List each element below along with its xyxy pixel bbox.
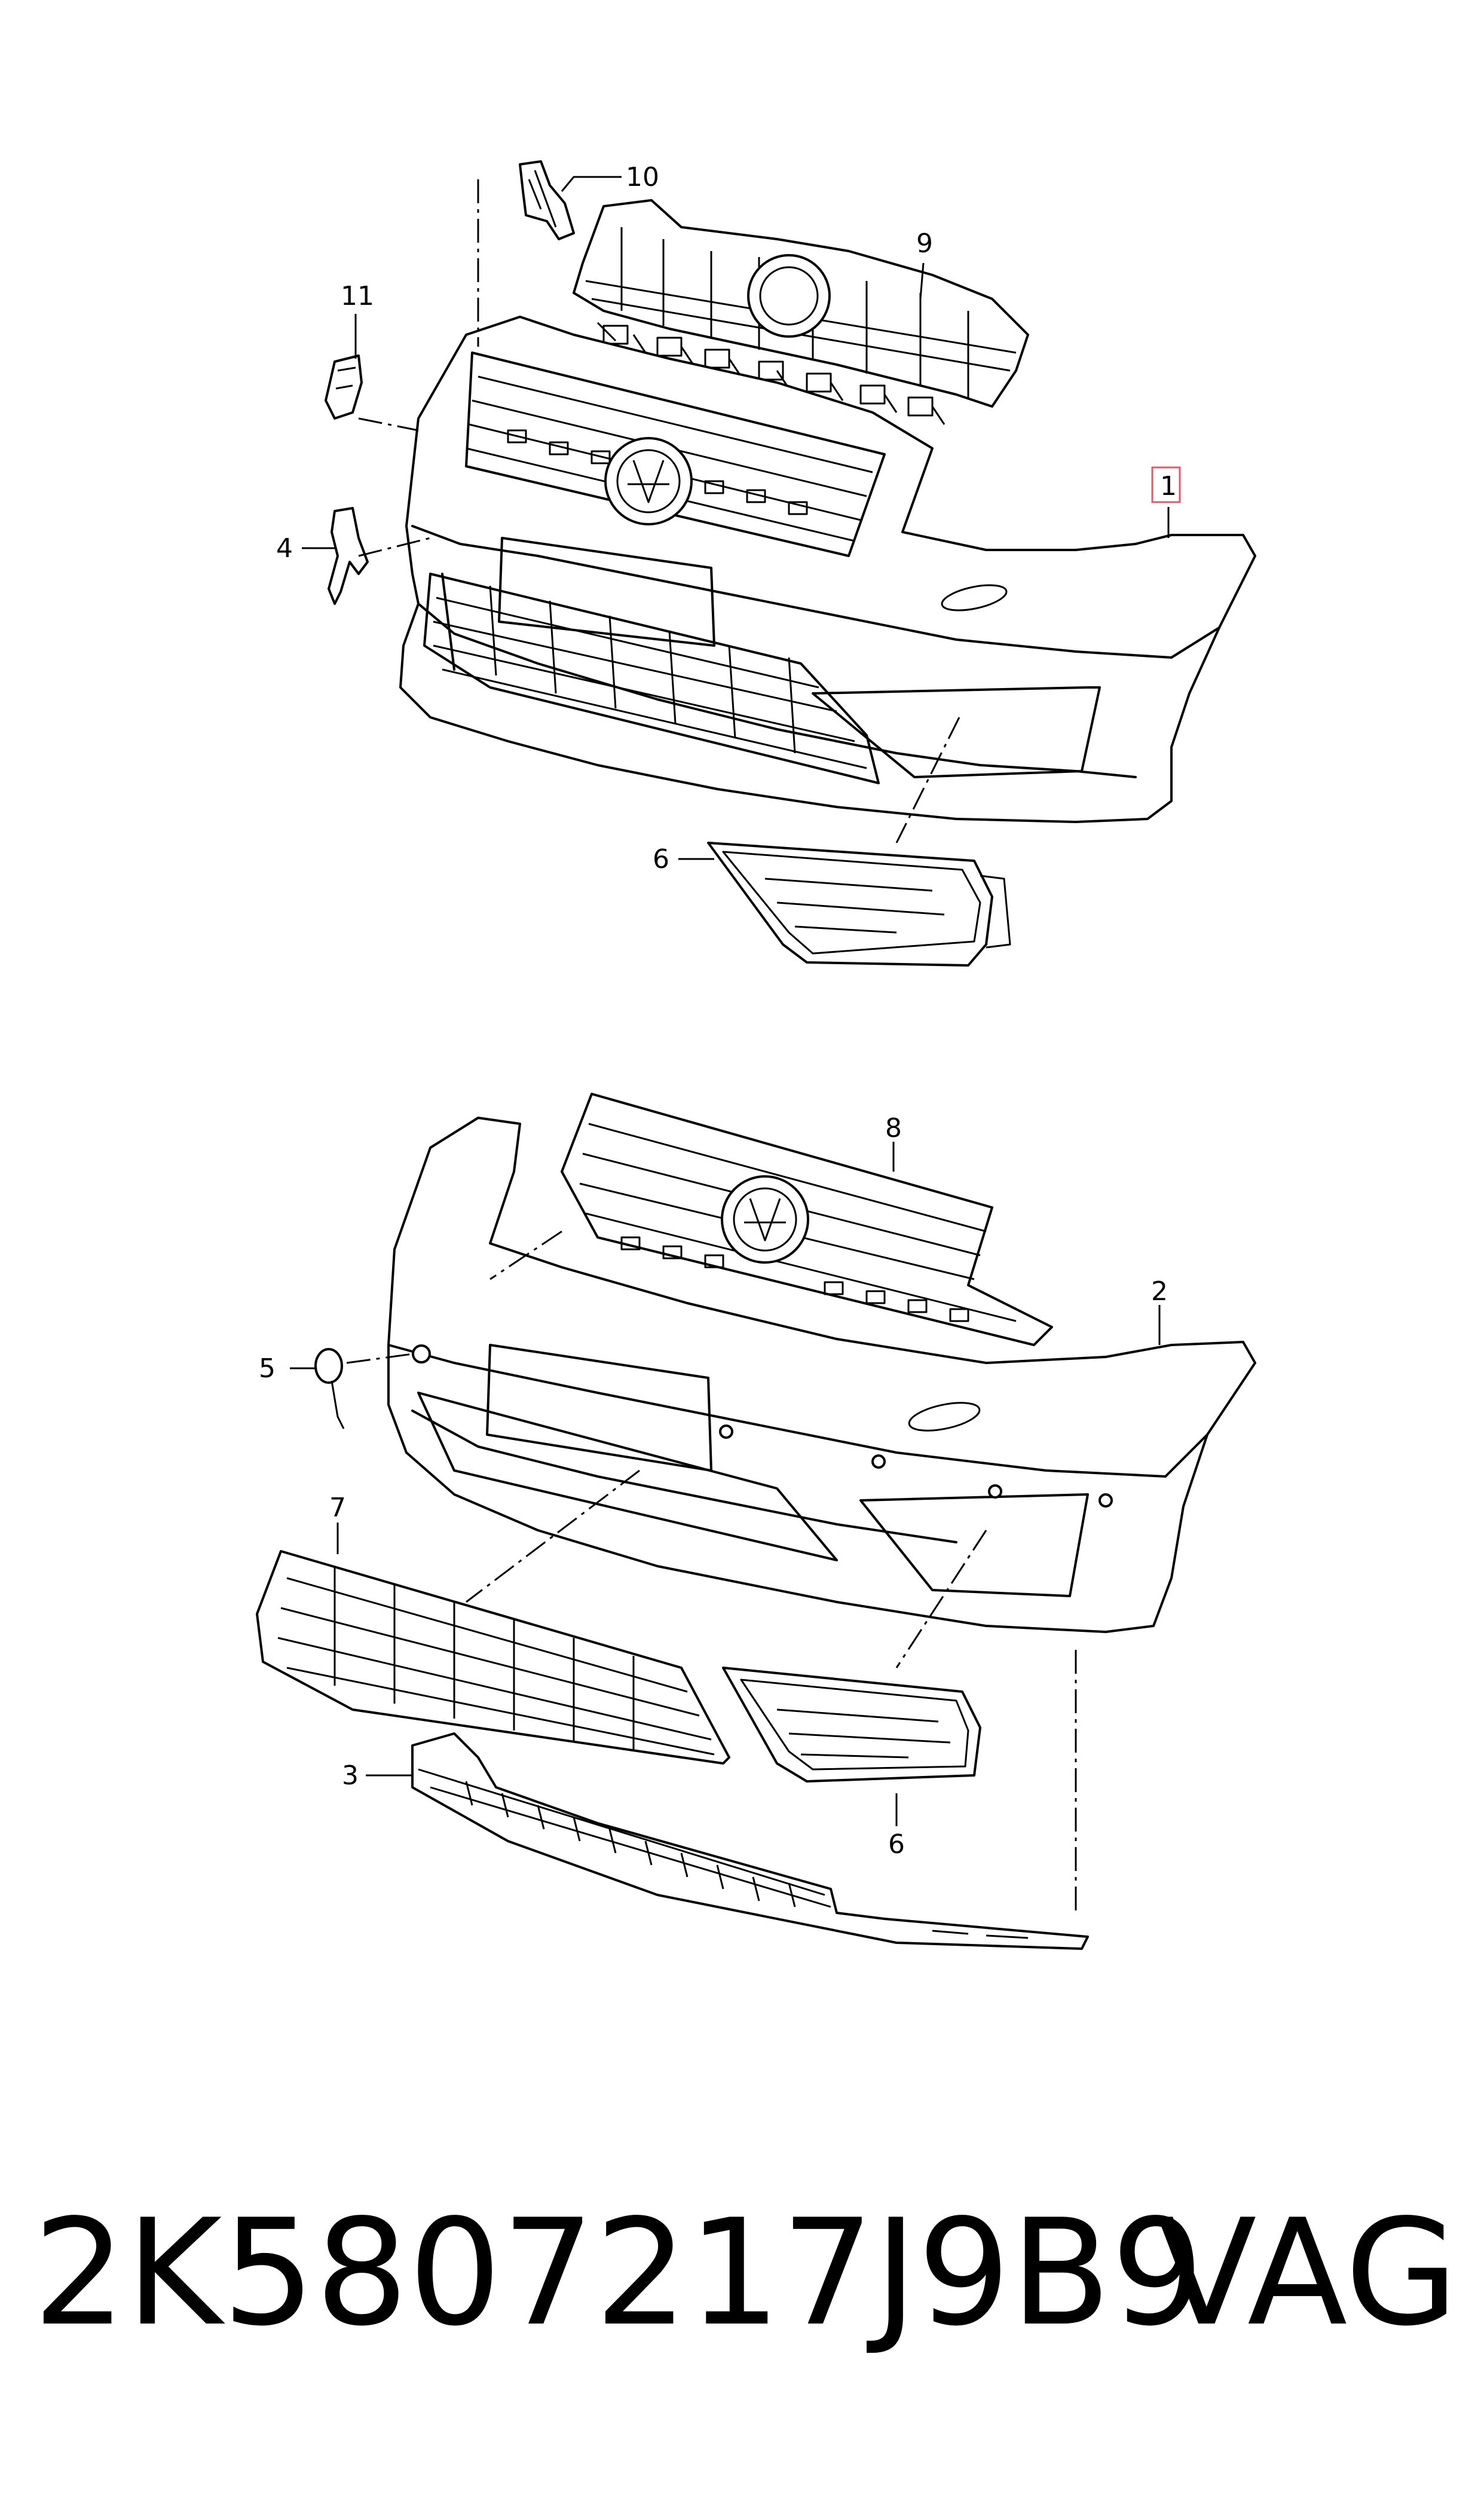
callout-9: 9	[916, 228, 933, 259]
callout-10: 10	[626, 162, 659, 192]
callout-8: 8	[885, 1113, 902, 1144]
callout-3: 3	[342, 1760, 359, 1791]
upper-assembly	[325, 160, 1256, 967]
lower-assembly	[256, 1093, 1256, 1950]
callout-6-lower: 6	[888, 1829, 905, 1860]
fog-trim-part-6-upper	[707, 842, 1011, 967]
grille-carrier-part-9	[573, 199, 1029, 425]
spoiler-part-3	[411, 1732, 1089, 1950]
callout-7: 7	[329, 1493, 346, 1523]
bumper-cover-part-2	[387, 1117, 1256, 1633]
callout-11: 11	[341, 281, 374, 311]
fog-trim-part-6-lower	[722, 1667, 981, 1783]
bracket-part-4	[328, 507, 369, 605]
lower-grille-part-7	[256, 1550, 730, 1765]
part-number: 2K5807217J9B9	[33, 2188, 1204, 2358]
plug-part-5	[314, 1348, 345, 1429]
callout-4: 4	[276, 533, 293, 564]
clip-part-10	[519, 160, 575, 240]
bracket-part-11	[325, 354, 363, 420]
footer: 2K5807217J9B9 VAG	[33, 2188, 1458, 2358]
callout-labels: 10 9 11 1 4 6 8 2 5 7 3 6	[259, 162, 1181, 1860]
brand-name: VAG	[1156, 2188, 1459, 2358]
callout-leaders	[290, 176, 1170, 1826]
callout-6-upper: 6	[653, 844, 669, 875]
callout-2: 2	[1151, 1276, 1168, 1307]
callout-1: 1	[1160, 471, 1177, 502]
grille-part-8	[561, 1093, 1053, 1346]
callout-5: 5	[259, 1353, 276, 1384]
callout-1-highlight	[1151, 466, 1181, 503]
bumper-cover-part-1	[399, 316, 1256, 823]
